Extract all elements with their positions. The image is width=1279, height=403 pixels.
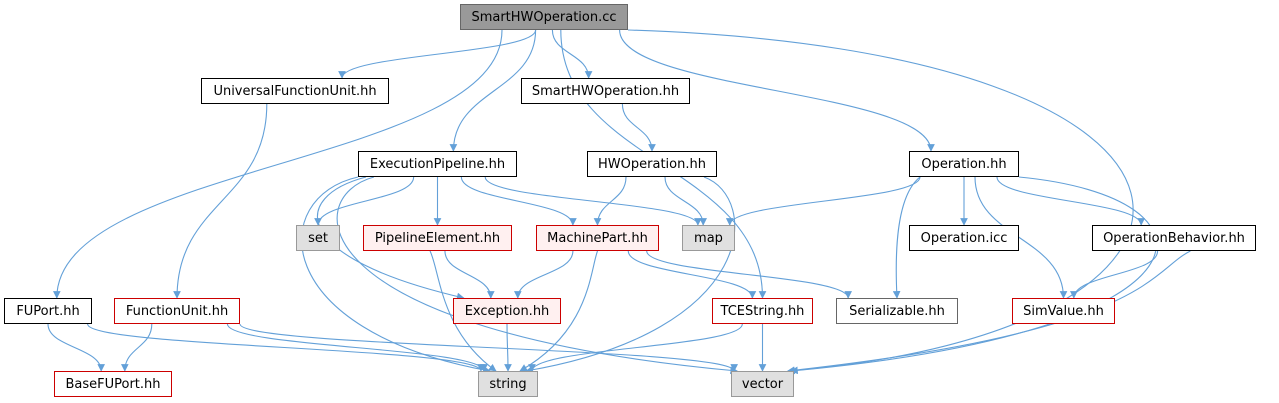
node-basefuport-hh[interactable]: BaseFUPort.hh xyxy=(54,371,172,397)
edge-pe-to-exc xyxy=(444,250,495,299)
edge-ep-to-str xyxy=(301,176,491,374)
edge-ep-to-mp xyxy=(460,176,577,226)
edge-mp-to-tce xyxy=(627,250,757,299)
edge-fu-to-bfp xyxy=(120,323,153,372)
edge-mp-to-str xyxy=(519,250,599,372)
edge-fu-to-vec xyxy=(239,323,738,372)
edge-root-to-op xyxy=(619,29,935,152)
edge-root-to-vec xyxy=(627,29,1134,375)
edge-ep-to-set xyxy=(314,176,415,226)
node-pipelineelement-hh[interactable]: PipelineElement.hh xyxy=(363,225,512,251)
node-serializable-hh[interactable]: Serializable.hh xyxy=(836,298,958,324)
edge-hw-to-map xyxy=(664,176,708,226)
edge-op-to-map xyxy=(725,176,921,226)
edge-fu-to-str xyxy=(226,323,488,372)
edge-hw-to-mp xyxy=(593,176,627,226)
node-smarthwoperation-hh[interactable]: SmartHWOperation.hh xyxy=(521,78,690,104)
node-map[interactable]: map xyxy=(682,225,735,251)
edge-fup-to-bfp xyxy=(47,323,106,372)
node-universalfunctionunit-hh[interactable]: UniversalFunctionUnit.hh xyxy=(201,78,389,104)
edge-mp-to-ser xyxy=(646,250,852,299)
edge-ep-to-vec xyxy=(336,176,739,375)
node-set[interactable]: set xyxy=(296,225,340,251)
node-string[interactable]: string xyxy=(478,371,538,397)
edge-shh-to-hw xyxy=(621,103,656,152)
edge-hw-to-str xyxy=(525,176,736,374)
edge-op-to-ob xyxy=(996,176,1146,226)
edge-root-to-ep xyxy=(449,29,537,152)
node-vector[interactable]: vector xyxy=(731,371,794,397)
edge-exc-to-str xyxy=(504,323,512,372)
edge-ufu-to-fu xyxy=(173,103,268,299)
edge-ob-to-sim xyxy=(1069,250,1159,299)
node-simvalue-hh[interactable]: SimValue.hh xyxy=(1012,298,1115,324)
node-machinepart-hh[interactable]: MachinePart.hh xyxy=(536,225,659,251)
edge-ep-to-map xyxy=(484,176,702,226)
edge-tce-to-str xyxy=(528,323,743,372)
node-exception-hh[interactable]: Exception.hh xyxy=(453,298,561,324)
edge-op-to-ser xyxy=(892,176,921,299)
edge-mp-to-exc xyxy=(513,250,574,299)
edge-pe-to-str xyxy=(429,250,497,372)
node-operation-hh[interactable]: Operation.hh xyxy=(909,151,1019,177)
node-tcestring-hh[interactable]: TCEString.hh xyxy=(712,298,813,324)
edge-root-to-ufu xyxy=(338,29,537,79)
node-executionpipeline-hh[interactable]: ExecutionPipeline.hh xyxy=(358,151,517,177)
node-operation-icc[interactable]: Operation.icc xyxy=(909,225,1019,251)
node-hwoperation-hh[interactable]: HWOperation.hh xyxy=(587,151,717,177)
node-operationbehavior-hh[interactable]: OperationBehavior.hh xyxy=(1092,225,1256,251)
edge-root-to-shh xyxy=(551,29,593,79)
node-functionunit-hh[interactable]: FunctionUnit.hh xyxy=(114,298,240,324)
edge-fup-to-str xyxy=(87,323,485,372)
edge-root-to-fup xyxy=(52,29,503,299)
edge-op-to-sim xyxy=(974,176,1068,299)
edge-op-to-vec xyxy=(790,176,1157,375)
node-smarthwoperation-cc[interactable]: SmartHWOperation.cc xyxy=(460,4,628,30)
node-fuport-hh[interactable]: FUPort.hh xyxy=(4,298,92,324)
